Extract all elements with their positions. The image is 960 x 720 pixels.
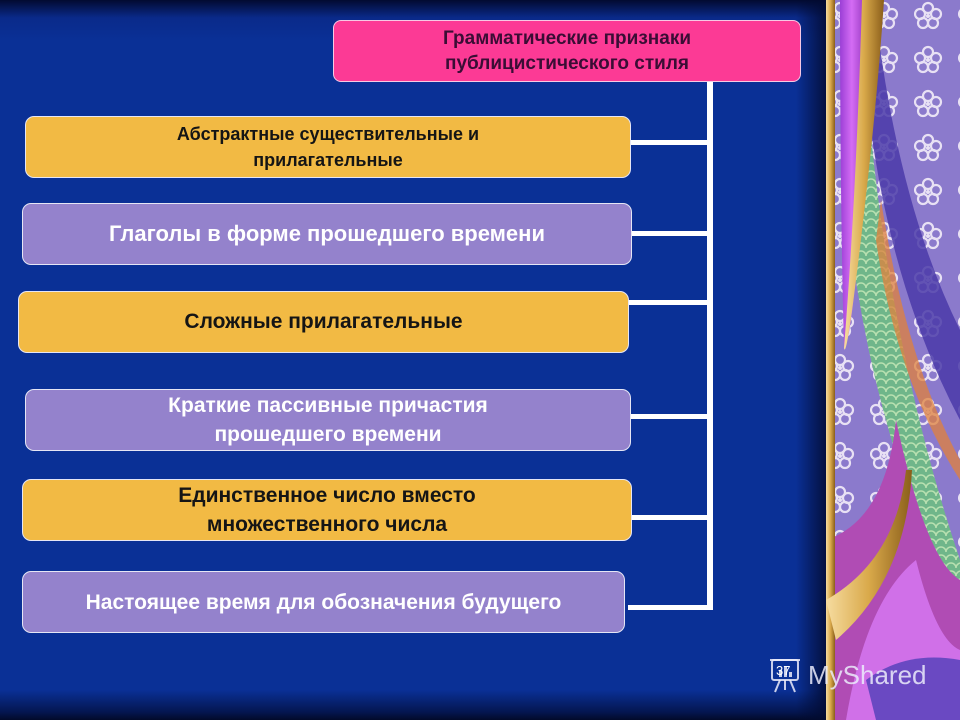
feature-label: Настоящее время для обозначения будущего [85,590,562,614]
connector-trunk [707,82,713,610]
connector-branch-3 [629,300,713,305]
diagram-title-line-1: Грамматические признаки [442,28,692,49]
watermark-text: MyShared [808,659,927,690]
feature-label: Сложные прилагательные [184,310,463,333]
feature-box-singular-for-plural: Единственное число вместо множественного… [22,479,632,541]
connector-branch-6 [628,605,713,610]
feature-label: Абстрактные существительные и прилагател… [176,124,480,170]
feature-box-compound-adjectives: Сложные прилагательные [18,291,629,353]
connector-branch-5 [632,515,713,520]
diagram-title-line-2: публицистического стиля [444,53,689,74]
diagram-title-box: Грамматические признаки публицистическог… [333,20,801,82]
connector-branch-1 [631,140,713,145]
feature-box-short-passive-participles: Краткие пассивные причастия прошедшего в… [25,389,631,451]
feature-label: Краткие пассивные причастия прошедшего в… [168,394,488,446]
feature-box-past-tense-verbs: Глаголы в форме прошедшего времени [22,203,632,265]
connector-branch-2 [631,231,713,236]
feature-label: Глаголы в форме прошедшего времени [109,221,545,246]
connector-branch-4 [631,414,713,419]
feature-box-present-for-future: Настоящее время для обозначения будущего [22,571,625,633]
myshared-watermark: MyShared [768,655,927,695]
slide-page-number: 37 [776,663,791,678]
feature-label: Единственное число вместо множественного… [178,484,476,536]
feature-box-abstract-nouns: Абстрактные существительные и прилагател… [25,116,631,178]
decorative-side-panel [826,0,960,720]
presentation-board-icon [768,656,802,694]
